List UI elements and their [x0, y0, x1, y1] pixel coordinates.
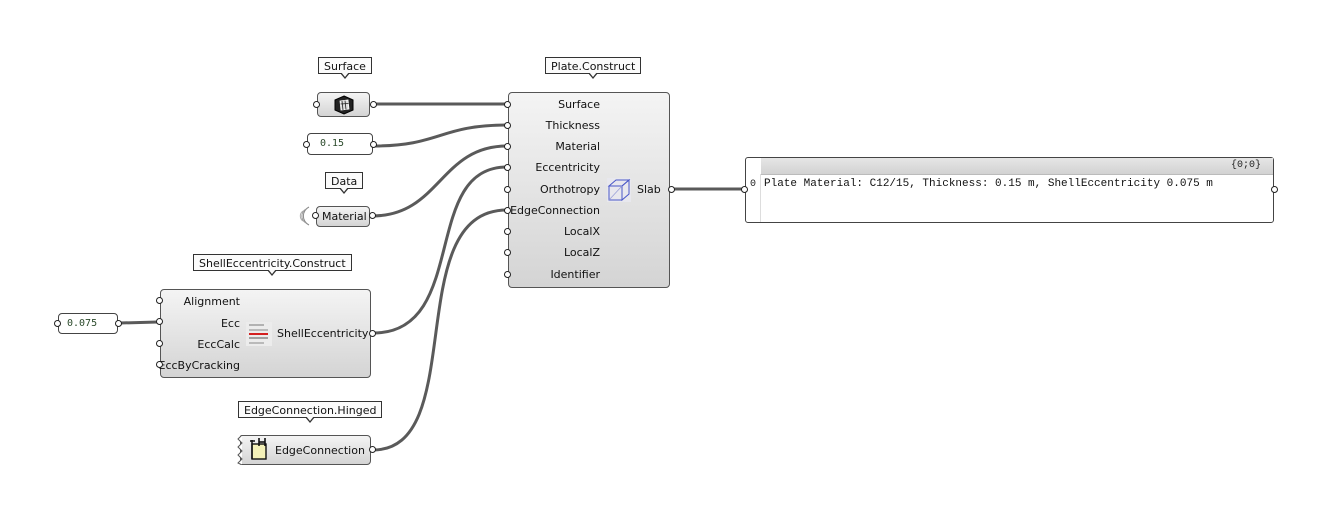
result-panel-text: Plate Material: C12/15, Thickness: 0.15 …	[764, 178, 1213, 190]
plate-input-surface: Surface	[558, 98, 600, 111]
plate-grip-eccentricity[interactable]	[504, 164, 511, 171]
surface-icon	[334, 95, 354, 115]
edge-connection-hinged-tag: EdgeConnection.Hinged	[238, 401, 383, 423]
eccentricity-panel-output-grip[interactable]	[115, 320, 122, 327]
result-panel-gutter	[760, 174, 761, 222]
zigzag-edge	[237, 435, 243, 465]
plate-construct-tag: Plate.Construct	[545, 57, 642, 79]
eccentricity-panel-input-grip[interactable]	[54, 320, 61, 327]
shell-eccentricity-component[interactable]: Alignment Ecc EccCalc EccByCracking Shel…	[158, 289, 371, 378]
edge-connection-component[interactable]: EdgeConnection	[240, 435, 371, 465]
shell-input-eccbycracking: EccByCracking	[158, 359, 240, 372]
result-input-grip[interactable]	[741, 186, 748, 193]
shell-grip-ecccalc[interactable]	[156, 340, 163, 347]
result-output-grip[interactable]	[1271, 186, 1278, 193]
plate-output-slab: Slab	[637, 183, 661, 196]
wire-ecc-input	[119, 320, 159, 325]
shell-input-ecc: Ecc	[220, 317, 240, 330]
plate-input-thickness: Thickness	[545, 119, 600, 132]
plate-input-orthotropy: Orthotropy	[539, 183, 600, 196]
surface-input-grip[interactable]	[313, 101, 320, 108]
shell-grip-output[interactable]	[369, 330, 376, 337]
thickness-output-grip[interactable]	[370, 141, 377, 148]
wire-thickness	[373, 123, 508, 148]
plate-grip-orthotropy[interactable]	[504, 186, 511, 193]
material-param-label: Material	[322, 210, 367, 223]
plate-input-localz: LocalZ	[563, 246, 600, 259]
wire-material	[371, 144, 508, 218]
plate-grip-slab-output[interactable]	[668, 186, 675, 193]
plate-grip-thickness[interactable]	[504, 122, 511, 129]
result-panel-index: 0	[750, 179, 757, 190]
edge-connection-label: EdgeConnection	[275, 444, 365, 457]
plate-input-material: Material	[555, 140, 600, 153]
plate-input-identifier: Identifier	[550, 268, 600, 281]
eccentricity-lines-icon	[246, 322, 272, 346]
plate-grip-material[interactable]	[504, 143, 511, 150]
plate-grip-identifier[interactable]	[504, 271, 511, 278]
plate-input-localx: LocalX	[563, 225, 600, 238]
plate-input-edgeconnection: EdgeConnection	[510, 204, 600, 217]
cube-wireframe-icon	[607, 178, 631, 202]
surface-output-grip[interactable]	[370, 101, 377, 108]
plate-grip-edgeconnection[interactable]	[504, 207, 511, 214]
material-param[interactable]: Material	[316, 206, 370, 227]
plate-grip-localx[interactable]	[504, 228, 511, 235]
plate-input-eccentricity: Eccentricity	[535, 161, 600, 174]
hinge-icon	[250, 438, 267, 460]
shell-eccentricity-construct-tag: ShellEccentricity.Construct	[193, 254, 352, 276]
shell-input-ecccalc: EccCalc	[197, 338, 240, 351]
data-tag: Data	[325, 172, 364, 194]
material-output-grip[interactable]	[369, 212, 376, 219]
shell-grip-ecc[interactable]	[156, 318, 163, 325]
result-panel[interactable]: {0;0} 0 Plate Material: C12/15, Thicknes…	[745, 157, 1274, 223]
plate-construct-component[interactable]: Surface Thickness Material Eccentricity …	[508, 92, 670, 288]
eccentricity-number-panel[interactable]: 0.075	[58, 313, 118, 334]
surface-tag: Surface	[318, 57, 372, 79]
shell-grip-alignment[interactable]	[156, 297, 163, 304]
wireless-icon	[299, 206, 310, 226]
wire-edgeconnection	[372, 208, 508, 452]
shell-input-alignment: Alignment	[183, 295, 240, 308]
surface-param[interactable]	[317, 92, 370, 117]
thickness-number-panel[interactable]: 0.15	[307, 133, 373, 155]
material-input-grip[interactable]	[312, 212, 319, 219]
result-panel-path: {0;0}	[761, 158, 1273, 175]
plate-grip-localz[interactable]	[504, 249, 511, 256]
shell-grip-eccbycracking[interactable]	[156, 361, 163, 368]
plate-grip-surface[interactable]	[504, 101, 511, 108]
thickness-input-grip[interactable]	[303, 141, 310, 148]
wire-eccentricity	[372, 165, 508, 335]
edge-connection-output-grip[interactable]	[369, 446, 376, 453]
shell-output-label: ShellEccentricity	[277, 327, 369, 340]
